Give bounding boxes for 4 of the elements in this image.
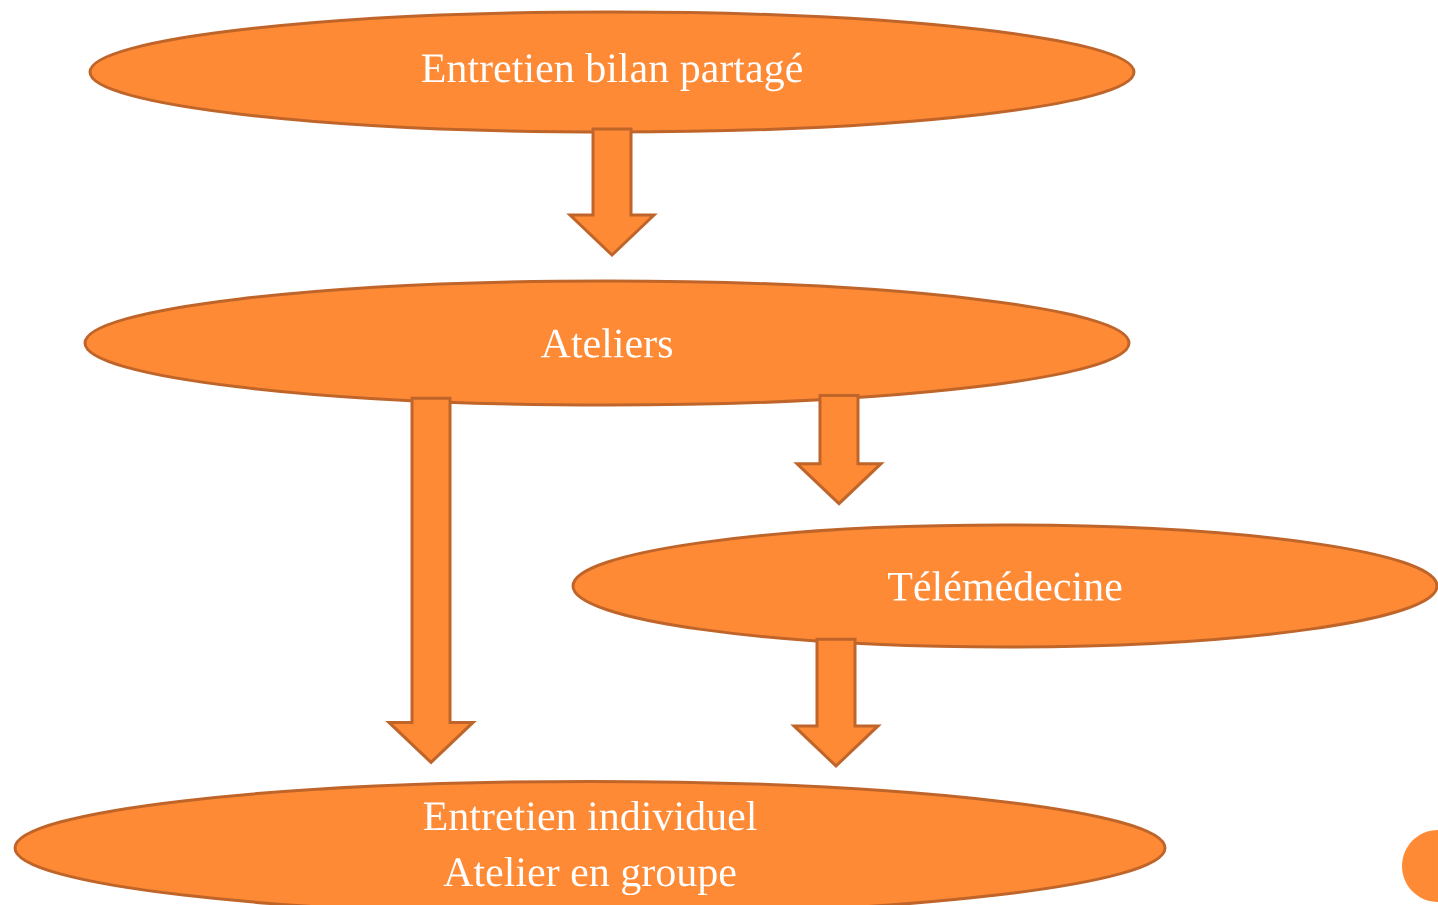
arrow (385, 396, 477, 765)
arrow (793, 394, 885, 506)
arrow (566, 127, 658, 258)
arrow (790, 637, 882, 769)
